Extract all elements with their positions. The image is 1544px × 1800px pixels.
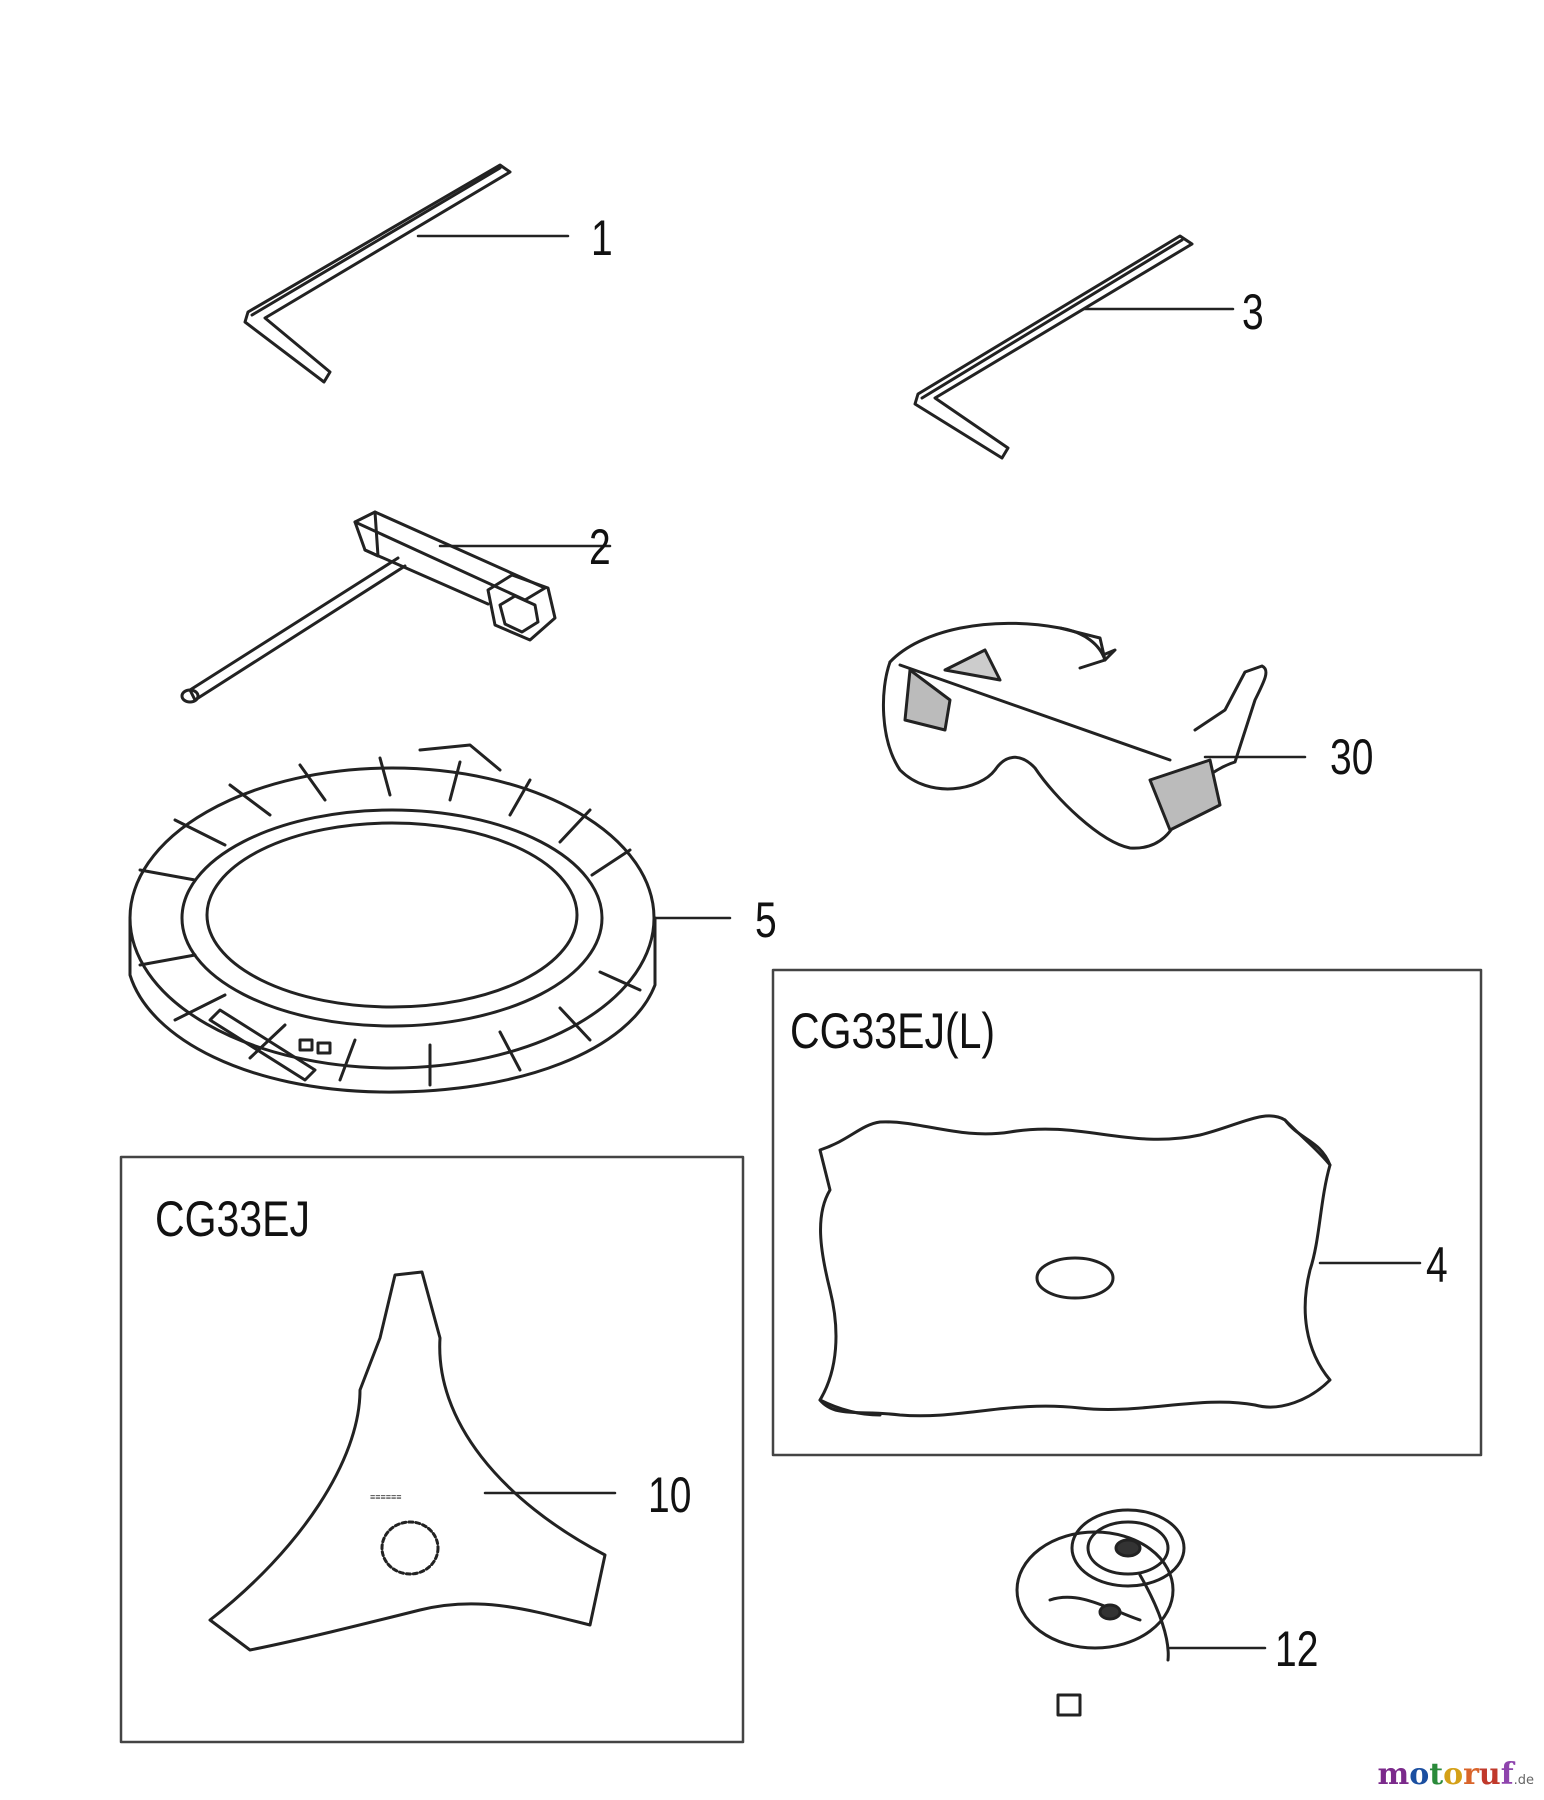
watermark-text: motoruf	[1377, 1757, 1513, 1792]
callout-10: 10	[648, 1467, 692, 1523]
watermark-letter: f	[1500, 1757, 1514, 1792]
callout-12: 12	[1275, 1621, 1319, 1677]
callout-2: 2	[589, 519, 611, 575]
watermark-letter: o	[1409, 1757, 1430, 1792]
four-tooth-blade-icon	[818, 1114, 1422, 1418]
blade-holder-icon	[1015, 1508, 1267, 1717]
watermark-letter: r	[1463, 1757, 1479, 1792]
safety-goggles-icon	[882, 621, 1307, 850]
watermark-logo: motoruf.de	[1377, 1757, 1534, 1792]
box-title-cg33ejl: CG33EJ(L)	[790, 1003, 996, 1059]
three-tooth-blade-icon: ≡≡≡≡≡≡	[208, 1270, 617, 1652]
svg-text:≡≡≡≡≡≡: ≡≡≡≡≡≡	[370, 1492, 402, 1502]
cg33ej-box	[119, 1155, 745, 1744]
watermark-letter: o	[1443, 1757, 1464, 1792]
box-title-cg33ej: CG33EJ	[155, 1191, 310, 1247]
hex-key-small-icon	[913, 234, 1235, 460]
watermark-letter: u	[1478, 1757, 1501, 1792]
cg33ejl-box	[771, 968, 1483, 1457]
callout-4: 4	[1426, 1237, 1448, 1293]
hex-key-large-icon	[243, 163, 570, 384]
watermark-letter: t	[1429, 1757, 1444, 1792]
callout-5: 5	[755, 892, 777, 948]
shoulder-harness-icon	[128, 743, 732, 1094]
watermark-suffix: .de	[1513, 1773, 1534, 1788]
plug-wrench-icon	[180, 510, 612, 704]
watermark-letter: m	[1377, 1757, 1410, 1792]
callout-3: 3	[1242, 284, 1264, 340]
callout-1: 1	[591, 210, 613, 266]
callout-30: 30	[1330, 729, 1374, 785]
